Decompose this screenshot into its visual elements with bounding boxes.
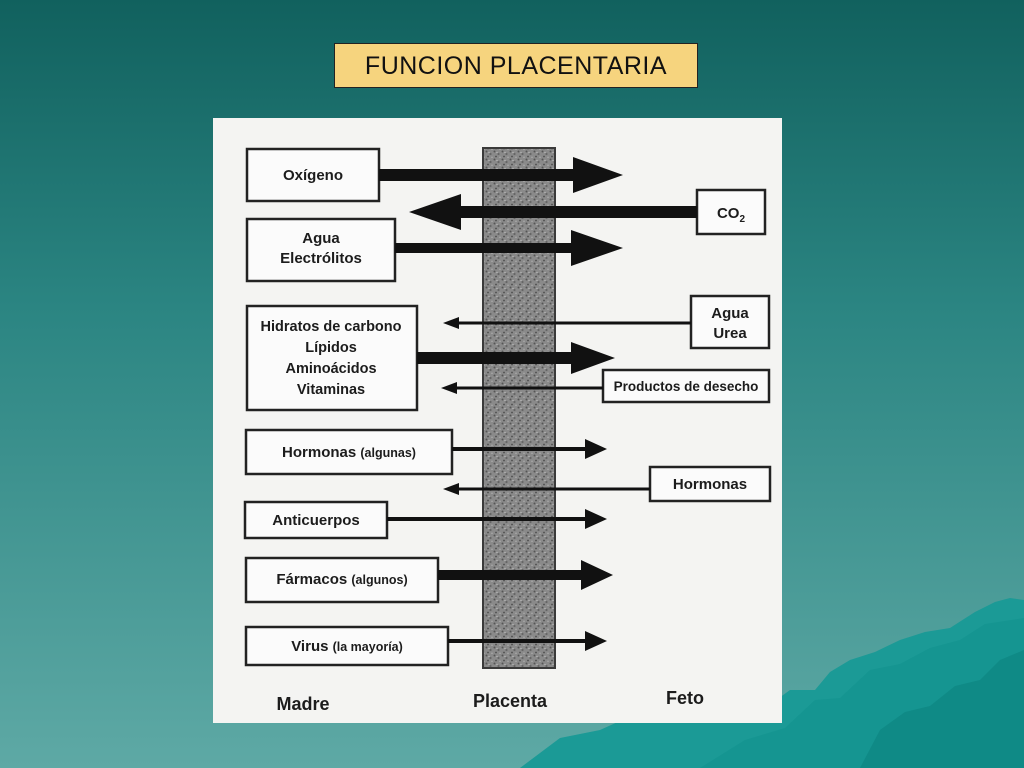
nutrients-arrow (417, 342, 615, 374)
waste-products-label: Productos de desecho (614, 379, 759, 394)
oxygen-arrow (379, 157, 623, 193)
co2-label: CO2 (717, 205, 746, 225)
mother-column-label: Madre (276, 694, 329, 714)
co2-arrow (409, 194, 697, 230)
drugs-arrow (438, 560, 613, 590)
slide-title: FUNCION PLACENTARIA (334, 43, 698, 88)
hormones-fetus-box (648, 465, 772, 503)
fetus-water-label: Agua (711, 305, 749, 322)
lipids-label: Lípidos (305, 340, 357, 356)
hormones-mother-arrow (452, 439, 607, 459)
vitamins-label: Vitaminas (297, 382, 365, 398)
waste-products-box (601, 368, 771, 404)
antibodies-label: Anticuerpos (272, 512, 360, 529)
viruses-arrow (448, 631, 607, 651)
water-urea-box (689, 294, 771, 350)
fetus-column-label: Feto (666, 688, 704, 708)
placenta-band (482, 147, 556, 669)
urea-label: Urea (713, 325, 747, 342)
placenta-column-label: Placenta (473, 691, 548, 711)
water-urea-arrow (443, 317, 691, 329)
antibodies-arrow (387, 509, 607, 529)
water-label: Agua (302, 230, 340, 247)
viruses-box (244, 625, 450, 667)
viruses-label: Virus (la mayoría) (291, 638, 403, 655)
carbohydrates-label: Hidratos de carbono (261, 319, 402, 335)
oxygen-label: Oxígeno (283, 167, 343, 184)
oxygen-box (245, 147, 381, 203)
hormones-mother-box (244, 428, 454, 476)
placental-function-diagram: Oxígeno CO2 Agua Electrólitos Agua Urea … (213, 118, 782, 723)
amino-acids-label: Aminoácidos (285, 361, 376, 377)
drugs-label: Fármacos (algunos) (276, 571, 407, 588)
waste-products-arrow (441, 382, 603, 394)
electrolytes-label: Electrólitos (280, 250, 362, 267)
water-electrolytes-arrow (395, 230, 623, 266)
hormones-fetus-arrow (443, 483, 650, 495)
hormones-mother-label: Hormonas (algunas) (282, 444, 416, 461)
hormones-fetus-label: Hormonas (673, 476, 747, 493)
nutrients-box (245, 304, 419, 412)
